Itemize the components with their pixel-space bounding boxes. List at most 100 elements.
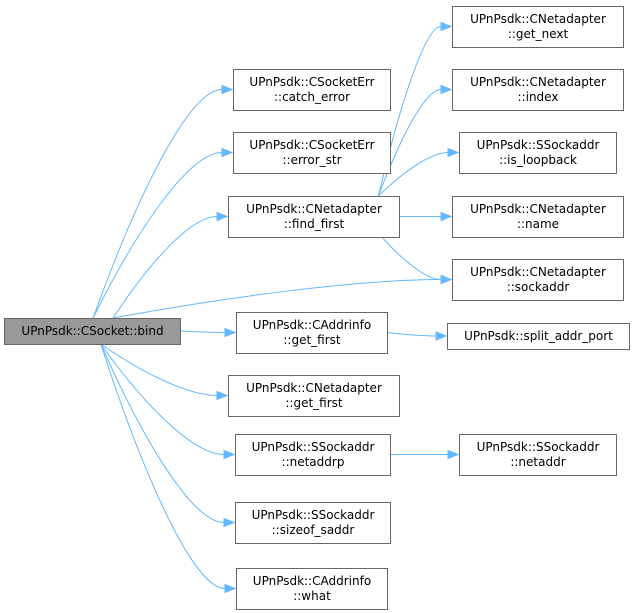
node-label: ::sizeof_saddr (272, 523, 355, 537)
node-box (233, 132, 391, 174)
edge-root-to-ai-get-first (179, 327, 237, 338)
edge-line (179, 330, 226, 333)
node-box (452, 259, 624, 301)
node-label: UPnPsdk::CNetadapter (246, 202, 382, 216)
node-label: ::index (518, 90, 559, 104)
edge-line (113, 279, 442, 319)
arrowhead-icon (223, 449, 236, 460)
node-sizeof-saddr[interactable]: UPnPsdk::SSockaddr::sizeof_saddr (235, 502, 391, 544)
node-box (233, 69, 391, 111)
node-index[interactable]: UPnPsdk::CNetadapter::index (452, 69, 624, 111)
edge-line (112, 216, 218, 319)
node-sockaddr[interactable]: UPnPsdk::CNetadapter::sockaddr (452, 259, 624, 301)
node-label: UPnPsdk::CNetadapter (470, 265, 606, 279)
function-nodes: UPnPsdk::CSocket::bind UPnPsdk::CSocketEr… (4, 6, 630, 610)
arrowhead-icon (224, 327, 237, 338)
node-label: UPnPsdk::CNetadapter (470, 12, 606, 26)
edge-ai-get-first-to-split-addr-port (386, 331, 448, 341)
node-label: ::netaddrp (282, 455, 345, 469)
node-box (447, 323, 630, 350)
node-split-addr-port[interactable]: UPnPsdk::split_addr_port (447, 323, 630, 350)
node-label: ::get_first (285, 396, 343, 410)
edge-line (100, 343, 225, 455)
node-label: ::what (293, 589, 331, 603)
node-label: ::error_str (282, 153, 341, 167)
edge-find-first-to-sockaddr (381, 236, 453, 285)
node-label: UPnPsdk::CNetadapter (246, 381, 382, 395)
node-box (4, 318, 181, 345)
edge-root-to-sizeof-saddr (100, 343, 236, 528)
node-label: ::get_first (283, 333, 341, 347)
edge-root-to-catch-error (92, 84, 234, 319)
arrowhead-icon (440, 84, 453, 95)
node-label: UPnPsdk::SSockaddr (477, 440, 600, 454)
arrowhead-icon (221, 84, 234, 95)
node-label: ::is_loopback (499, 153, 577, 167)
node-box (459, 434, 617, 476)
node-label: ::get_next (508, 27, 569, 41)
node-label: UPnPsdk::CNetadapter (470, 75, 606, 89)
node-box (236, 568, 388, 610)
node-box (235, 502, 391, 544)
node-get-next[interactable]: UPnPsdk::CNetadapter::get_next (452, 6, 624, 48)
edge-root-to-find-first (112, 211, 229, 319)
node-is-loopback[interactable]: UPnPsdk::SSockaddr::is_loopback (459, 132, 617, 174)
node-root[interactable]: UPnPsdk::CSocket::bind (4, 318, 181, 345)
edge-line (100, 343, 225, 523)
edge-line (381, 236, 442, 280)
node-error-str[interactable]: UPnPsdk::CSocketErr::error_str (233, 132, 391, 174)
edge-find-first-to-name (398, 211, 453, 222)
node-find-first[interactable]: UPnPsdk::CNetadapter::find_first (228, 196, 400, 238)
node-box (235, 434, 391, 476)
arrowhead-icon (440, 274, 453, 285)
node-name[interactable]: UPnPsdk::CNetadapter::name (452, 196, 624, 238)
arrowhead-icon (447, 449, 460, 460)
node-label: UPnPsdk::SSockaddr (477, 138, 600, 152)
node-label: UPnPsdk::CAddrinfo (253, 318, 371, 332)
node-label: UPnPsdk::SSockaddr (252, 440, 375, 454)
node-label: ::find_first (284, 217, 345, 231)
edge-root-to-na-get-first (100, 343, 229, 401)
node-label: UPnPsdk::CAddrinfo (253, 574, 371, 588)
arrowhead-icon (447, 147, 460, 158)
node-box (459, 132, 617, 174)
call-edges (92, 21, 460, 594)
node-label: ::name (517, 217, 559, 231)
node-box (228, 196, 400, 238)
node-netaddrp[interactable]: UPnPsdk::SSockaddr::netaddrp (235, 434, 391, 476)
arrowhead-icon (440, 21, 453, 32)
node-label: ::catch_error (274, 90, 350, 104)
node-box (452, 196, 624, 238)
arrowhead-icon (440, 211, 453, 222)
node-ai-get-first[interactable]: UPnPsdk::CAddrinfo::get_first (236, 312, 388, 354)
arrowhead-icon (223, 517, 236, 528)
edge-root-to-what (100, 343, 237, 594)
edge-line (378, 152, 449, 197)
edge-line (378, 89, 442, 197)
node-catch-error[interactable]: UPnPsdk::CSocketErr::catch_error (233, 69, 391, 111)
node-box (228, 375, 400, 417)
node-label: UPnPsdk::CSocketErr (249, 138, 374, 152)
edge-line (92, 152, 223, 319)
edge-line (92, 89, 223, 319)
edge-line (386, 332, 437, 337)
node-label: UPnPsdk::SSockaddr (252, 508, 375, 522)
edge-find-first-to-index (378, 84, 453, 197)
node-label: UPnPsdk::CSocketErr (249, 75, 374, 89)
node-label: UPnPsdk::CNetadapter (470, 202, 606, 216)
arrowhead-icon (221, 147, 234, 158)
arrowhead-icon (216, 390, 229, 401)
node-label: ::netaddr (510, 455, 565, 469)
node-na-get-first[interactable]: UPnPsdk::CNetadapter::get_first (228, 375, 400, 417)
node-netaddr[interactable]: UPnPsdk::SSockaddr::netaddr (459, 434, 617, 476)
arrowhead-icon (224, 583, 237, 594)
node-box (452, 6, 624, 48)
edge-root-to-error-str (92, 147, 234, 319)
arrowhead-icon (216, 211, 229, 222)
node-label: UPnPsdk::split_addr_port (464, 329, 613, 343)
node-box (452, 69, 624, 111)
node-what[interactable]: UPnPsdk::CAddrinfo::what (236, 568, 388, 610)
edge-line (100, 343, 218, 396)
node-box (236, 312, 388, 354)
